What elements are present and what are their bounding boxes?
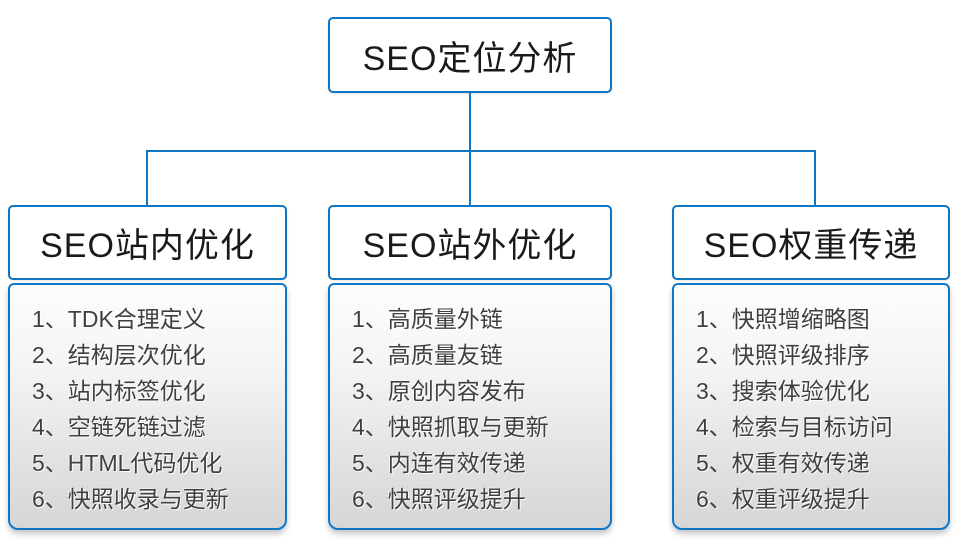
list-item: 5、内连有效传递: [352, 450, 526, 476]
list-item: 1、TDK合理定义: [32, 306, 206, 332]
connector-horizontal-bar: [146, 150, 816, 152]
list-item: 4、检索与目标访问: [696, 414, 893, 440]
connector-drop-middle: [469, 151, 471, 206]
list-item: 6、快照评级提升: [352, 486, 526, 512]
branch-header-weight: SEO权重传递: [672, 205, 950, 280]
branch-title: SEO站外优化: [362, 227, 578, 265]
branch-item-list: 1、TDK合理定义 2、结构层次优化 3、站内标签优化 4、空链死链过滤 5、H…: [8, 283, 287, 530]
branch-offsite-optimization: SEO站外优化 1、高质量外链 2、高质量友链 3、原创内容发布 4、快照抓取与…: [328, 205, 612, 530]
list-item: 6、权重评级提升: [696, 486, 870, 512]
root-node-seo-positioning: SEO定位分析: [328, 17, 612, 93]
connector-drop-left: [146, 151, 148, 206]
branch-title: SEO站内优化: [40, 227, 255, 265]
connector-root-vertical: [469, 93, 471, 151]
list-item: 1、快照增缩略图: [696, 306, 870, 332]
list-item: 3、搜索体验优化: [696, 378, 870, 404]
list-item: 2、高质量友链: [352, 342, 503, 368]
branch-weight-transfer: SEO权重传递 1、快照增缩略图 2、快照评级排序 3、搜索体验优化 4、检索与…: [672, 205, 950, 530]
list-item: 5、权重有效传递: [696, 450, 870, 476]
branch-title: SEO权重传递: [703, 227, 919, 265]
branch-item-list: 1、快照增缩略图 2、快照评级排序 3、搜索体验优化 4、检索与目标访问 5、权…: [672, 283, 950, 530]
list-item: 6、快照收录与更新: [32, 486, 229, 512]
list-item: 4、快照抓取与更新: [352, 414, 549, 440]
list-item: 3、站内标签优化: [32, 378, 206, 404]
root-node-title: SEO定位分析: [362, 39, 578, 78]
list-item: 4、空链死链过滤: [32, 414, 206, 440]
list-item: 3、原创内容发布: [352, 378, 526, 404]
branch-header-offsite: SEO站外优化: [328, 205, 612, 280]
list-item: 5、HTML代码优化: [32, 450, 223, 476]
list-item: 2、快照评级排序: [696, 342, 870, 368]
branch-onsite-optimization: SEO站内优化 1、TDK合理定义 2、结构层次优化 3、站内标签优化 4、空链…: [8, 205, 287, 530]
branch-item-list: 1、高质量外链 2、高质量友链 3、原创内容发布 4、快照抓取与更新 5、内连有…: [328, 283, 612, 530]
list-item: 1、高质量外链: [352, 306, 503, 332]
connector-drop-right: [814, 151, 816, 206]
branch-header-onsite: SEO站内优化: [8, 205, 287, 280]
list-item: 2、结构层次优化: [32, 342, 206, 368]
